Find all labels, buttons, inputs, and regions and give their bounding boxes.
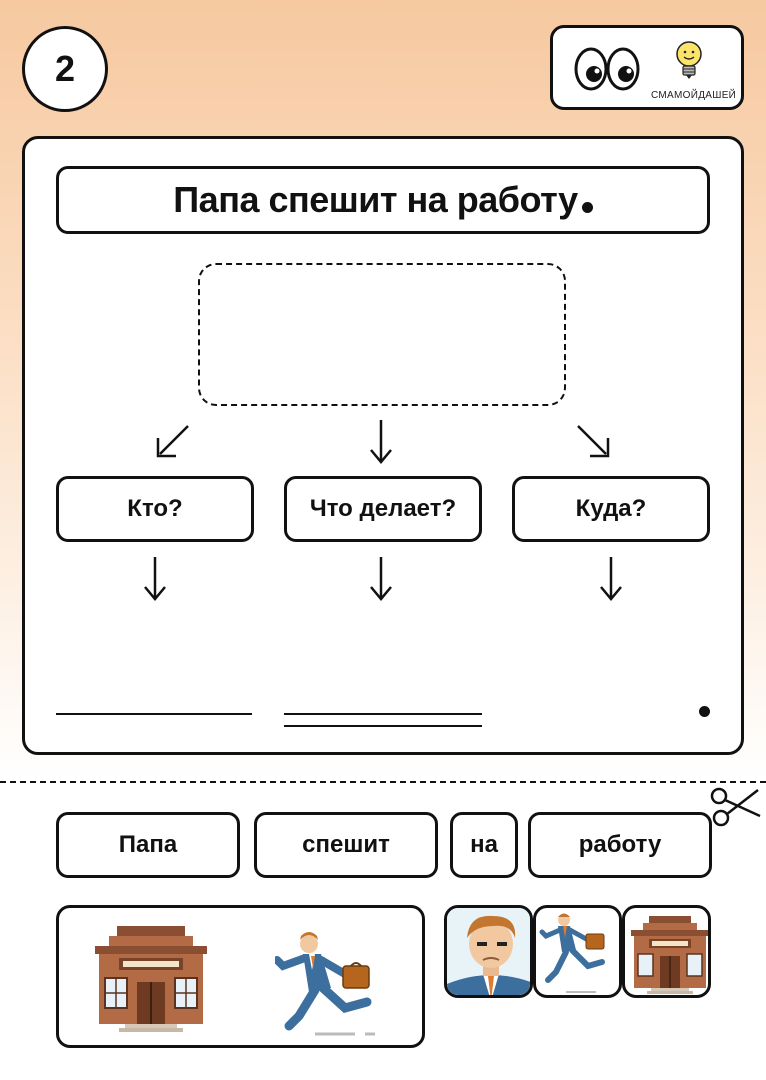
question-who: Кто?	[56, 476, 254, 542]
logo: СМАМОЙДАШЕЙ	[550, 25, 744, 110]
building-icon	[95, 926, 207, 1032]
picture-card-man-face[interactable]	[444, 905, 533, 998]
word-card-papa-label: Папа	[118, 831, 178, 858]
arrow-down-left-icon	[156, 425, 189, 458]
question-where: Куда?	[512, 476, 710, 542]
question-what-does-label: Что делает?	[309, 495, 457, 522]
word-card-speshit-label: спешит	[302, 831, 390, 858]
scheme-dashed-box	[198, 263, 566, 406]
task-number-badge: 2	[22, 26, 108, 112]
running-man-icon	[539, 913, 605, 993]
building-icon	[631, 916, 708, 994]
sentence-text: Папа спешит на работу	[173, 179, 578, 220]
picture-card-running-man[interactable]	[533, 905, 622, 998]
man-face-icon	[447, 908, 530, 995]
picture-card-building[interactable]	[622, 905, 711, 998]
eyes-icon	[574, 47, 640, 91]
question-what-does: Что делает?	[284, 476, 482, 542]
arrow-down-icon	[370, 420, 392, 464]
word-card-speshit[interactable]: спешит	[254, 812, 438, 878]
arrow-down-icon	[370, 557, 392, 601]
word-card-na[interactable]: на	[450, 812, 518, 878]
lightbulb-icon	[676, 41, 702, 79]
worksheet-card	[22, 136, 744, 755]
running-man-icon	[275, 932, 375, 1036]
arrow-down-right-icon	[577, 425, 610, 458]
word-card-rabotu[interactable]: работу	[528, 812, 712, 878]
word-card-na-label: на	[470, 831, 498, 858]
question-where-label: Куда?	[575, 495, 647, 522]
sentence-box: Папа спешит на работу	[56, 166, 710, 234]
answer-line-subject[interactable]	[56, 713, 252, 715]
question-who-label: Кто?	[127, 495, 183, 522]
task-number: 2	[54, 48, 76, 89]
arrow-down-icon	[144, 557, 166, 601]
arrow-down-icon	[600, 557, 622, 601]
brand-text: СМАМОЙДАШЕЙ	[651, 90, 737, 101]
cut-line	[0, 781, 766, 783]
word-card-rabotu-label: работу	[578, 831, 662, 858]
sentence-period	[581, 201, 593, 213]
sentence-end-dot	[699, 706, 710, 717]
answer-line-predicate-bottom	[284, 725, 482, 727]
scissors-icon	[710, 787, 761, 827]
picture-card-scene[interactable]	[56, 905, 425, 1048]
answer-line-predicate-top[interactable]	[284, 713, 482, 715]
word-card-papa[interactable]: Папа	[56, 812, 240, 878]
